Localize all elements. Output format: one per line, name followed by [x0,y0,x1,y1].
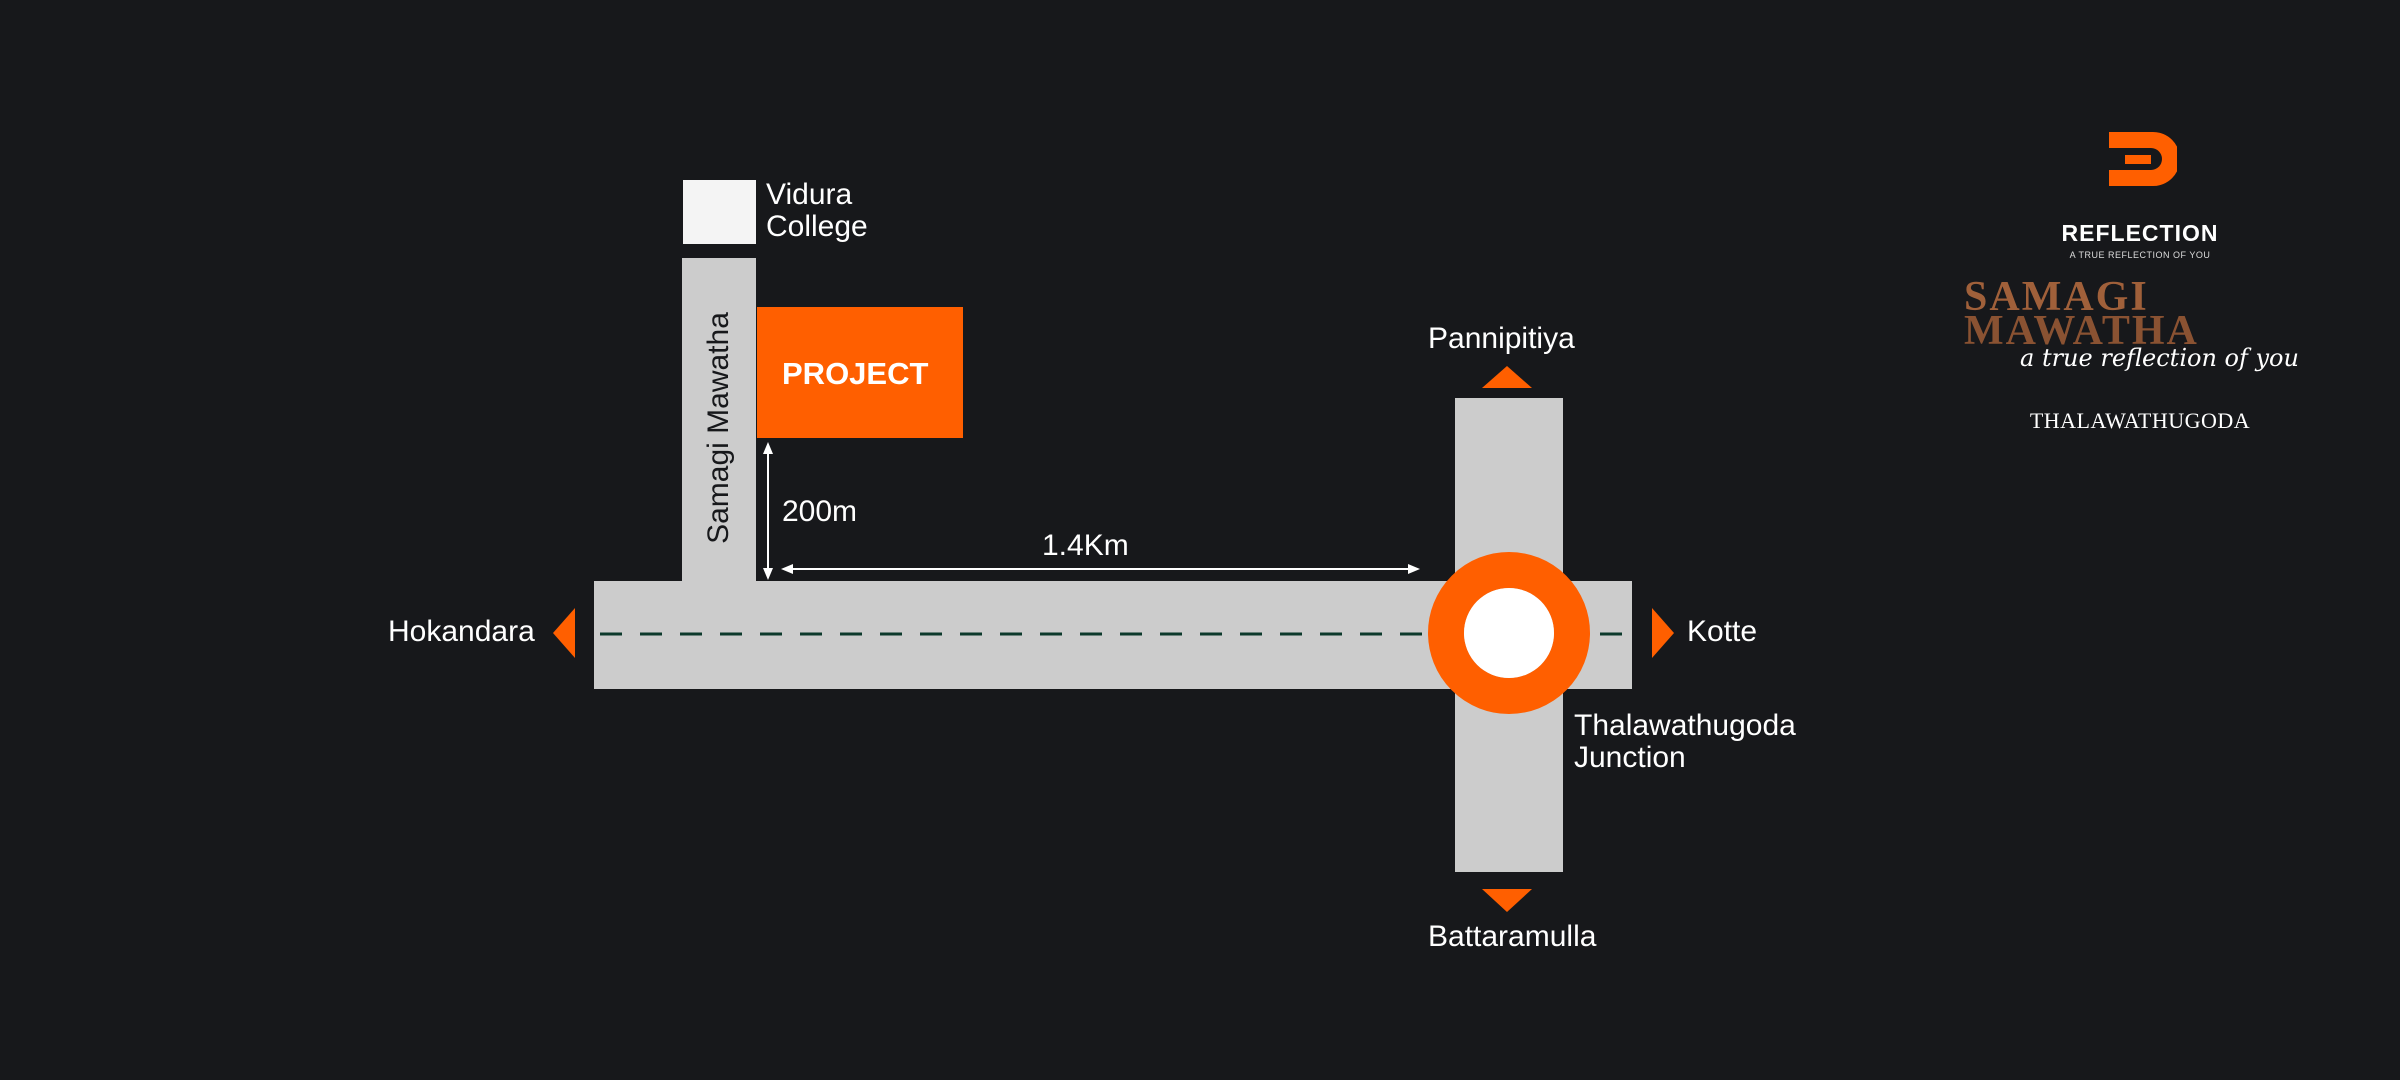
arrow-west-icon [553,608,575,658]
landmark-label-line1: Vidura [766,178,853,211]
arrow-north-icon [1482,366,1532,388]
direction-label-south: Battaramulla [1428,920,1597,953]
dimension-arrow-200m [763,442,773,580]
roundabout-center [1464,588,1554,678]
landmark-label: Vidura College [766,179,868,243]
junction-label: Thalawathugoda Junction [1574,710,1796,774]
distance-label-200m: 200m [782,495,858,528]
arrow-east-icon [1652,608,1674,658]
brand-block: REFLECTION A TRUE REFLECTION OF YOU SAMA… [1950,120,2330,440]
roundabout-ring [1428,552,1590,714]
location-name: THALAWATHUGODA [2029,408,2251,433]
landmark-label-line2: College [766,210,868,243]
project-title-line2: MAWATHA [1964,308,2199,354]
project-label: PROJECT [782,355,929,391]
direction-label-east: Kotte [1687,615,1758,648]
brand-name: REFLECTION [2061,220,2219,246]
landmark-marker [683,180,756,244]
direction-label-west: Hokandara [388,615,535,648]
junction-label-line1: Thalawathugoda [1574,709,1796,742]
script-tagline: a true reflection of you [2020,344,2299,372]
side-road-samagi-mawatha [682,258,756,582]
distance-label-1-4km: 1.4Km [1042,529,1129,562]
junction-label-line2: Junction [1574,741,1686,774]
direction-label-north: Pannipitiya [1428,322,1575,355]
dimension-arrow-1-4km [781,564,1420,574]
brand-tagline: A TRUE REFLECTION OF YOU [2069,250,2211,260]
project-marker[interactable]: PROJECT [757,307,963,438]
project-title: SAMAGI MAWATHA [1964,274,2324,354]
project-title-line1: SAMAGI [1964,274,2149,320]
arrow-south-icon [1482,889,1532,912]
side-road-label: Samagi Mawatha [702,312,735,544]
reflection-c-icon [2109,132,2177,186]
